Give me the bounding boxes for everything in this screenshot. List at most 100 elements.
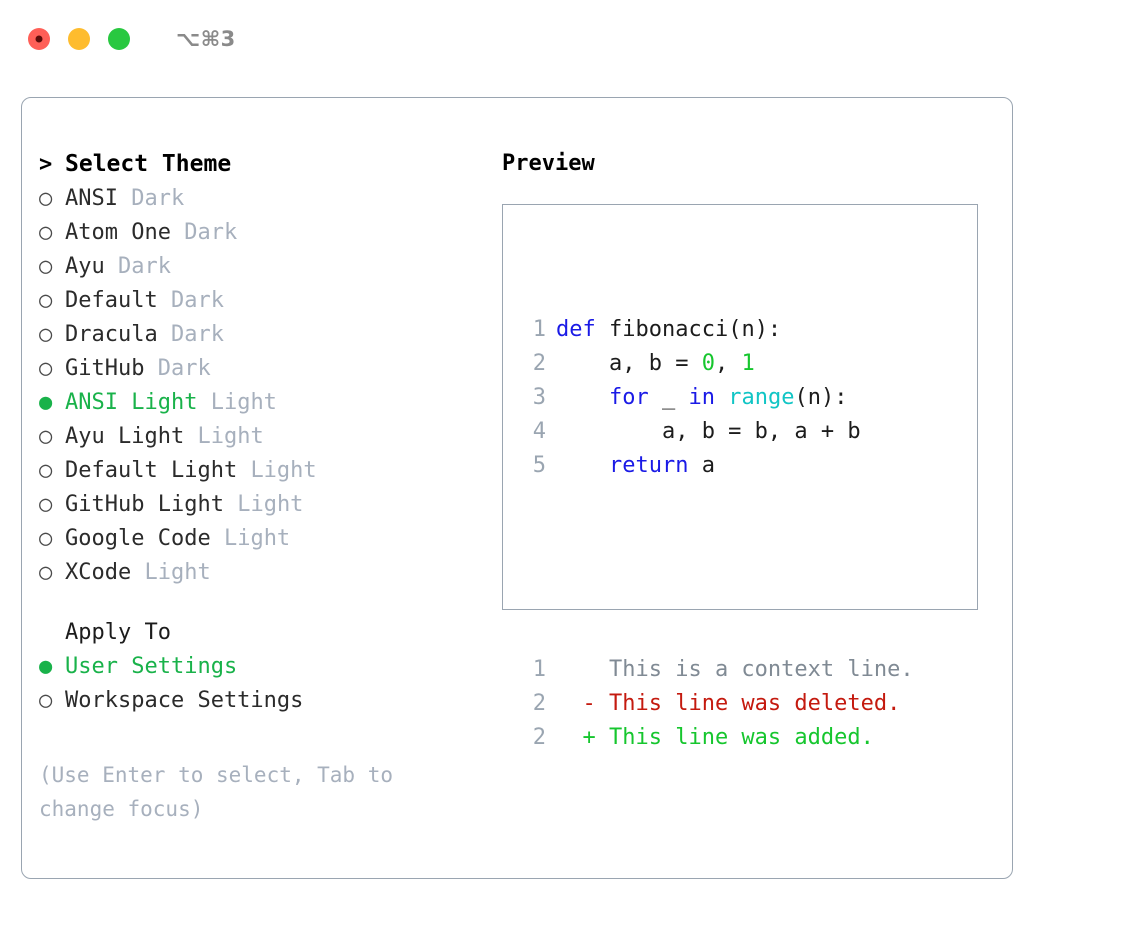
spacer [197, 386, 210, 420]
radio-selected-icon[interactable]: ● [39, 654, 53, 679]
spacer [158, 284, 171, 318]
spacer [118, 182, 131, 216]
theme-list-item[interactable]: ○Google Code Light [39, 522, 502, 556]
apply-to-label: Workspace Settings [65, 688, 304, 713]
theme-list: ○ ANSI Dark ○ Atom One Dark ○ Ayu Dark ○ Defaul… [39, 182, 502, 590]
theme-list-item[interactable]: ●ANSI Light Light [39, 386, 502, 420]
theme-list-item[interactable]: ○ Default Dark [39, 284, 502, 318]
line-number: 4 [532, 419, 546, 444]
radio-empty-icon[interactable]: ○ [39, 186, 53, 211]
apply-to-heading: Apply To [65, 620, 171, 645]
diff-line: 2 - This line was deleted. [516, 687, 977, 721]
theme-list-item[interactable]: ○ Atom One Dark [39, 216, 502, 250]
theme-list-item[interactable]: ○Dracula Dark [39, 318, 502, 352]
theme-variant-badge: Light [237, 492, 304, 517]
close-dot[interactable] [28, 28, 50, 50]
radio-empty-icon[interactable]: ○ [39, 492, 53, 517]
code-line: 2 a, b = 0, 1 [516, 347, 977, 381]
theme-variant-badge: Light [144, 560, 211, 585]
spacer [158, 318, 171, 352]
theme-picker-pane: > Select Theme ○ANSI Dark○Atom One Dark○… [22, 98, 502, 878]
line-number: 1 [532, 657, 546, 682]
theme-list-item[interactable]: ○GitHub Light Light [39, 488, 502, 522]
theme-picker-title-row: > Select Theme [39, 147, 502, 182]
theme-name: ANSI [65, 186, 118, 211]
spacer [224, 488, 237, 522]
keyboard-shortcut-label: ⌥⌘3 [176, 27, 236, 51]
code-token [715, 381, 728, 415]
radio-empty-icon[interactable]: ○ [39, 322, 53, 347]
diff-line: 1 This is a context line. [516, 653, 977, 687]
spacer [105, 250, 118, 284]
theme-list-item[interactable]: ○Ayu Light Light [39, 420, 502, 454]
code-token [556, 449, 609, 483]
theme-list-item[interactable]: ○ ANSI Dark [39, 182, 502, 216]
code-token: 1 [741, 351, 755, 376]
apply-to-option[interactable]: ○ Workspace Settings [39, 684, 502, 718]
radio-empty-icon[interactable]: ○ [39, 288, 53, 313]
spacer [131, 556, 144, 590]
theme-list-item[interactable]: ○Ayu Dark [39, 250, 502, 284]
theme-variant-badge: Dark [131, 186, 185, 211]
radio-empty-icon[interactable]: ○ [39, 254, 53, 279]
radio-empty-icon[interactable]: ○ [39, 688, 53, 713]
apply-to-label: User Settings [65, 654, 238, 679]
radio-empty-icon[interactable]: ○ [39, 356, 53, 381]
code-token: 0 [701, 351, 715, 376]
spacer [237, 454, 250, 488]
radio-empty-icon[interactable]: ○ [39, 458, 53, 483]
radio-selected-icon[interactable]: ● [39, 390, 53, 415]
theme-name: Default [65, 288, 158, 313]
code-line: 3 for _ in range(n): [516, 381, 977, 415]
code-token: for [608, 385, 649, 410]
theme-variant-badge: Light [223, 526, 291, 551]
preview-title: Preview [502, 151, 595, 176]
apply-to-list: ● User Settings ○ Workspace Settings [39, 650, 502, 718]
spacer [144, 352, 157, 386]
apply-to-option[interactable]: ● User Settings [39, 650, 502, 684]
theme-variant-badge: Dark [184, 220, 238, 245]
theme-list-item[interactable]: ○GitHub Dark [39, 352, 502, 386]
diff-text: + This line was added. [556, 725, 874, 750]
title-bar: ⌥⌘3 [0, 0, 1140, 78]
radio-empty-icon[interactable]: ○ [39, 560, 53, 585]
theme-variant-badge: Light [197, 424, 264, 449]
code-token: fibonacci(n): [595, 317, 782, 342]
diff-text: This is a context line. [556, 657, 914, 682]
line-number: 3 [532, 385, 546, 410]
spacer [39, 590, 502, 616]
theme-variant-badge: Dark [170, 322, 224, 347]
radio-empty-icon[interactable]: ○ [39, 526, 53, 551]
code-token: a, b = [556, 351, 702, 376]
code-line: 5 return a [516, 449, 977, 483]
code-token: in [688, 385, 715, 410]
line-number: 2 [532, 691, 546, 716]
minimize-dot[interactable] [68, 28, 90, 50]
code-token [556, 381, 609, 415]
code-token: a, b = b, a + b [556, 419, 861, 444]
code-token: _ [648, 385, 689, 410]
code-token: range [728, 385, 795, 410]
caret-icon: > [39, 152, 53, 177]
theme-name: Ayu [65, 254, 105, 279]
code-token: def [556, 317, 596, 342]
main-card: > Select Theme ○ANSI Dark○Atom One Dark○… [21, 97, 1013, 879]
theme-name: XCode [65, 560, 132, 585]
theme-name: Default Light [65, 458, 238, 483]
radio-empty-icon[interactable]: ○ [39, 220, 53, 245]
theme-name: GitHub [65, 356, 145, 381]
maximize-dot[interactable] [108, 28, 130, 50]
theme-list-item[interactable]: ○Default Light Light [39, 454, 502, 488]
page-title: Select Theme [65, 151, 232, 177]
theme-variant-badge: Dark [170, 288, 224, 313]
code-token: , [714, 351, 742, 376]
theme-list-item[interactable]: ○ XCode Light [39, 556, 502, 590]
theme-name: Atom One [65, 220, 171, 245]
radio-empty-icon[interactable]: ○ [39, 424, 53, 449]
code-token: return [608, 453, 689, 478]
